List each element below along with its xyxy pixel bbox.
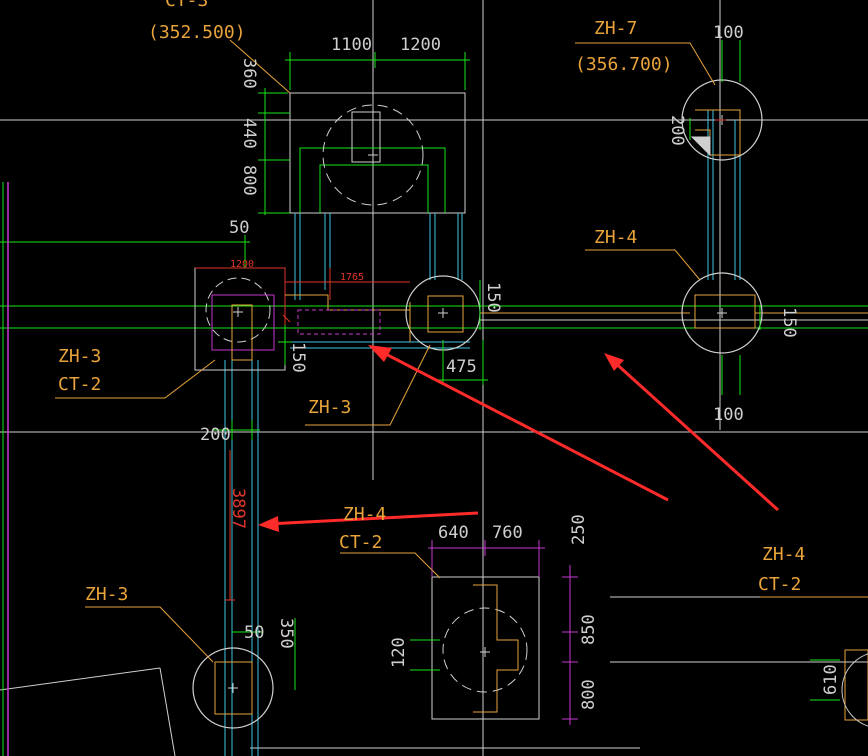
label-zh4-ct2-right-line1: ZH-4 [762, 544, 805, 565]
dim-50-bottom: 50 [244, 623, 264, 643]
dim-100-top: 100 [713, 23, 744, 43]
dim-3897: 3897 [228, 488, 248, 529]
dimension-lines [213, 40, 840, 701]
pile-right-edge-partial [841, 649, 868, 727]
dim-1200-small: 1200 [230, 259, 254, 270]
label-zh3-center: ZH-3 [308, 397, 351, 418]
dimension-3897-line [225, 450, 235, 601]
dim-100-bottom: 100 [713, 405, 744, 425]
label-zh4-right-mid: ZH-4 [594, 227, 637, 248]
pile-cap-zh4-ct2[interactable] [431, 576, 540, 720]
dim-440: 440 [239, 118, 259, 149]
dim-50-top: 50 [229, 218, 249, 238]
dim-800-bottom: 800 [579, 679, 599, 710]
dim-1100: 1100 [331, 35, 372, 55]
dim-200-zh7: 200 [667, 115, 687, 146]
dim-150-mid: 150 [483, 282, 503, 313]
dim-1765: 1765 [340, 272, 364, 283]
leader-lines [55, 39, 868, 663]
dim-250: 250 [569, 514, 589, 545]
beam-lines [224, 110, 741, 756]
dim-150-left: 150 [288, 342, 308, 373]
dim-350: 350 [276, 618, 296, 649]
dim-800-top: 800 [239, 165, 259, 196]
text-labels: CT-3 (352.500) ZH-7 (356.700) ZH-4 ZH-3 … [58, 0, 805, 605]
label-elev-356: (356.700) [575, 54, 673, 75]
dimension-lines-magenta [428, 540, 578, 725]
pile-zh3-middle[interactable] [405, 275, 481, 351]
dim-640: 640 [438, 523, 469, 543]
pile-cap-ct3[interactable] [289, 92, 466, 214]
dim-360: 360 [239, 58, 259, 89]
dim-850: 850 [579, 614, 599, 645]
dim-120: 120 [389, 637, 409, 668]
dim-760: 760 [492, 523, 523, 543]
pile-zh3-bottom[interactable] [192, 647, 274, 729]
annotation-arrows[interactable] [258, 345, 780, 532]
label-zh3-bottom: ZH-3 [85, 584, 128, 605]
dimension-texts: 1100 1200 360 440 800 50 1200 1765 150 1… [200, 23, 841, 710]
dim-200-left: 200 [200, 425, 231, 445]
label-elev-352: (352.500) [148, 22, 246, 43]
dim-610: 610 [821, 664, 841, 695]
label-zh4-ct2-mid-line1: ZH-4 [343, 504, 386, 525]
label-zh3-ct2-line2: CT-2 [58, 374, 101, 395]
dim-1200: 1200 [400, 35, 441, 55]
label-zh4-ct2-mid-line2: CT-2 [339, 532, 382, 553]
pile-cap-zh3-ct2[interactable] [194, 267, 291, 371]
label-zh4-ct2-right-line2: CT-2 [758, 574, 801, 595]
pile-zh4-right[interactable] [681, 272, 763, 354]
long-beam-right [480, 312, 868, 321]
dim-150-right: 150 [779, 307, 799, 338]
label-zh3-ct2-line1: ZH-3 [58, 346, 101, 367]
label-ct3: CT-3 [165, 0, 208, 11]
tie-beam [285, 268, 410, 335]
label-zh7: ZH-7 [594, 18, 637, 39]
dim-475: 475 [446, 357, 477, 377]
